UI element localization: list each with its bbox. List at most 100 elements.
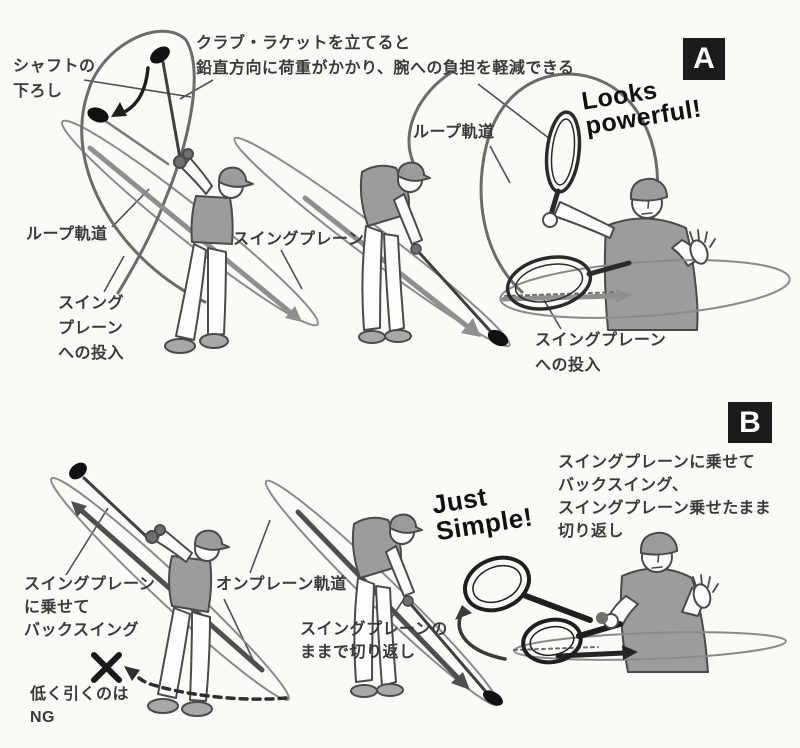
label-plane-entry-right: スイングプレーン への投入: [535, 332, 667, 374]
label-loop-trajectory-right: ループ軌道: [413, 124, 495, 141]
club-head-b-left: [69, 462, 87, 480]
tennis-a-hand: [542, 212, 558, 228]
dotted-path-a-right: [504, 291, 621, 297]
golfer-b-mid-cap: [389, 513, 423, 534]
club-shaft-lowered: [102, 118, 170, 166]
golfer-b-left-torso: [168, 555, 213, 613]
plane-arrowhead-a-right: [616, 289, 632, 303]
club-shaft-b-mid: [406, 599, 489, 695]
leader-note-right: [477, 83, 551, 140]
golfer-a-mid-shoe2: [384, 329, 412, 343]
plane-arrow-a-left: [87, 145, 293, 315]
racket-chest-strings: [514, 263, 584, 303]
tennis-b-fingers: [692, 574, 719, 593]
ng-cross-mark: [91, 652, 122, 683]
racket-up-frame: [544, 110, 582, 194]
golfer-downswing-b: [264, 479, 503, 707]
tennis-player-b: [455, 531, 787, 673]
plane-arrowhead-b-mid: [451, 672, 470, 690]
loop-trajectory-path-a-left: [80, 29, 207, 304]
golfer-a-mid-cap: [397, 161, 431, 182]
tennis-a-palm: [689, 239, 709, 265]
golfer-b-left-cap: [194, 529, 230, 551]
label-onplane-trajectory: オンプレーン軌道: [216, 576, 347, 593]
golfer-b-mid-torso: [351, 516, 402, 579]
low-pull-arrowhead: [124, 666, 140, 681]
loop-tail-a-mid: [407, 70, 454, 164]
label-shaft-down: シャフトの 下ろし: [13, 58, 96, 100]
club-head-lowered: [87, 107, 109, 123]
racket-loop-upper-handle: [523, 593, 593, 623]
note-onplane-backswing-right: スイングプレーンに乗せて バックスイング、 スイングプレーン乗せたまま 切り返し: [558, 454, 772, 540]
club-shaft-top: [161, 60, 182, 160]
golfer-b-mid-hands: [402, 595, 414, 607]
tennis-a-cap: [629, 177, 668, 202]
shaft-drop-arrowhead: [111, 102, 127, 117]
golfer-a-mid-torso: [359, 164, 410, 227]
label-keep-plane: スイングプレーンの ままで切り返し: [300, 621, 448, 661]
leader-onplane-up: [249, 519, 271, 574]
tennis-player-a: [479, 72, 791, 331]
golfer-a-mid-leg2: [383, 233, 405, 333]
label-swing-plane: スイングプレーン: [233, 231, 365, 248]
swing-plane-ellipse-a-right: [499, 259, 791, 319]
racket-chest-handle: [586, 260, 632, 277]
golfer-a-left-leg2: [206, 247, 227, 337]
tennis-b-cap: [639, 531, 678, 556]
section-a-badge: A: [683, 38, 725, 80]
club-head-a-mid: [487, 329, 509, 347]
golfer-a-left-shoe: [164, 338, 196, 354]
golfer-a-left-hands2: [182, 148, 194, 160]
plane-arrowhead-b-left: [71, 501, 87, 517]
label-plane-entry-left: スイング プレーン への投入: [58, 295, 125, 362]
low-pull-dashed-arrow: [130, 670, 288, 701]
racket-loop-upper-strings: [472, 564, 522, 604]
shaft-drop-arrow: [124, 66, 150, 113]
racket-loop-upper-frame: [463, 555, 531, 613]
loop-back-arrow: [457, 610, 507, 661]
tennis-b-palm: [692, 583, 712, 609]
golfer-b-left-shoe: [147, 698, 179, 714]
racket-loop-lower-strings: [529, 625, 575, 657]
note-vertical-load: クラブ・ラケットを立てると 鉛直方向に荷重がかかり、腕への負担を軽減できる: [196, 35, 575, 77]
golfer-a-mid-shoe: [358, 330, 386, 344]
racket-up-strings: [550, 118, 576, 186]
label-low-pull-ng: 低く引くのは NG: [30, 686, 130, 726]
plane-arrowhead-a-left: [285, 306, 302, 322]
golfer-a-left-cap: [218, 166, 254, 188]
leader-note-left: [179, 79, 214, 100]
golfer-backswing-a: [60, 29, 320, 354]
golfer-downswing-a: [233, 70, 511, 348]
dotted-path-b-right: [513, 646, 599, 651]
tennis-b-grip: [596, 612, 608, 624]
golfer-a-left-torso: [190, 195, 234, 245]
leader-loop-left: [111, 188, 150, 228]
leader-plane-entry-left: [103, 255, 125, 293]
leader-loop-right: [489, 145, 511, 184]
golfer-b-left-shoe2: [181, 701, 213, 717]
golfer-backswing-b: [50, 462, 290, 717]
golfer-a-mid-leg: [361, 225, 383, 331]
tennis-a-right-arm: [553, 201, 615, 239]
golfer-b-left-hands: [145, 530, 159, 544]
golfer-b-left-hands2: [154, 524, 166, 536]
leader-onplane-backswing: [65, 507, 109, 576]
golfer-a-left-leg: [175, 243, 207, 341]
club-head-top: [150, 46, 170, 64]
golfer-b-mid-leg: [353, 577, 375, 683]
label-onplane-backswing: スイングプレーン に乗せて バックスイング: [24, 576, 156, 639]
golfer-a-left-hands: [173, 155, 187, 169]
leader-swing-plane: [280, 249, 303, 290]
leader-onplane-down: [223, 598, 258, 669]
section-b-badge: B: [728, 402, 772, 443]
tennis-a-fingers: [689, 229, 716, 248]
plane-arrowhead-b-right: [622, 645, 638, 660]
golfer-a-mid-arms: [393, 193, 423, 245]
golfer-b-mid-shoe: [350, 684, 378, 698]
leader-shaft-down: [83, 79, 192, 98]
club-head-b-mid: [483, 690, 503, 706]
loop-back-arrowhead: [455, 605, 472, 620]
golfer-b-left-leg2: [189, 611, 211, 702]
